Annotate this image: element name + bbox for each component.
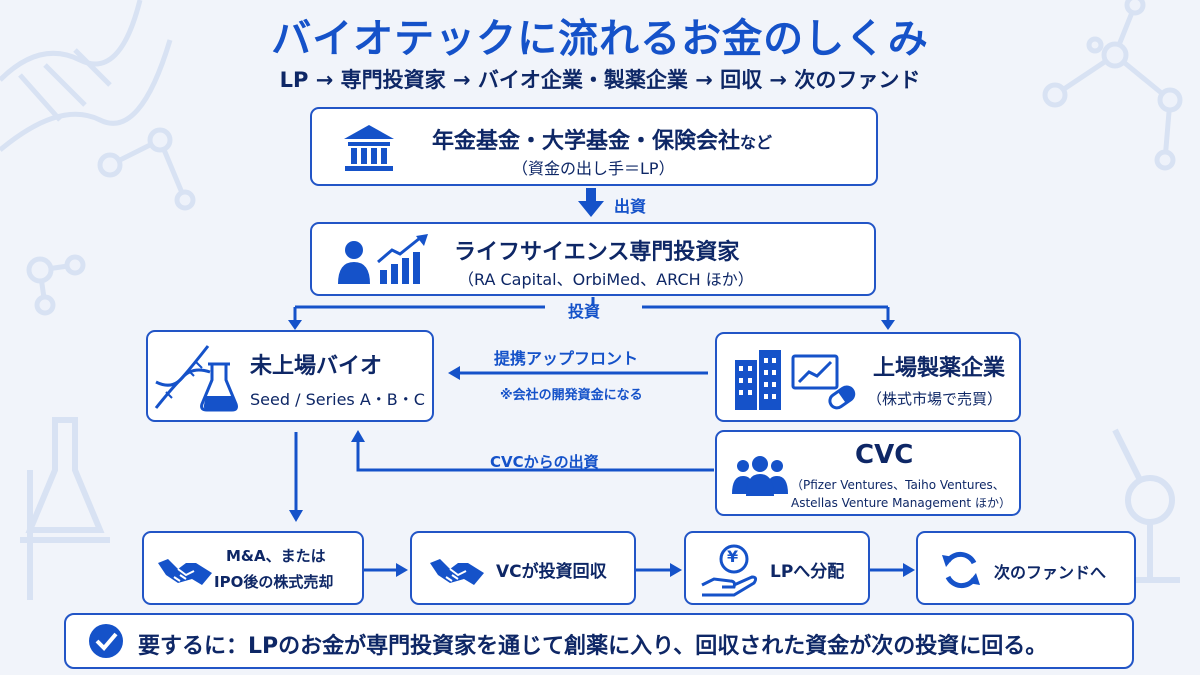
- summary-box: 要するに：LPのお金が専門投資家を通じて創薬に入り、回収された資金が次の投資に回…: [64, 613, 1134, 669]
- step-exit-line1: M&A、または: [226, 547, 326, 565]
- lp-sub: （資金の出し手＝LP）: [512, 159, 675, 178]
- cvc-name: CVC: [855, 440, 914, 470]
- page-subtitle: LP → 専門投資家 → バイオ企業・製薬企業 → 回収 → 次のファンド: [279, 68, 921, 92]
- node-pharma: 上場製薬企業 （株式市場で売買）: [715, 332, 1021, 422]
- node-private-bio: 未上場バイオ Seed / Series A・B・C: [146, 330, 434, 422]
- check-circle-icon: [89, 624, 123, 658]
- bank-icon: [344, 125, 394, 171]
- step-vc-recovery-label: VCが投資回収: [496, 562, 607, 582]
- private-bio-sub: Seed / Series A・B・C: [250, 390, 425, 409]
- dna-flask-icon: [154, 345, 238, 412]
- investor-sub: （RA Capital、OrbiMed、ARCH ほか）: [458, 270, 754, 289]
- edge-label-investment: 投資: [568, 302, 601, 321]
- handshake-icon: [430, 559, 484, 585]
- edge-label-partnership: 提携アップフロント: [494, 349, 639, 368]
- people-group-icon: [732, 456, 788, 496]
- lp-name: 年金基金・大学基金・保険会社: [432, 129, 741, 154]
- node-cvc: CVC （Pfizer Ventures、Taiho Ventures、 Ast…: [715, 430, 1021, 516]
- pharma-sub: （株式市場で売買）: [867, 390, 1003, 408]
- summary-text: 要するに：LPのお金が専門投資家を通じて創薬に入り、回収された資金が次の投資に回…: [138, 634, 1048, 659]
- cycle-arrows-icon: [942, 551, 980, 589]
- node-investor: ライフサイエンス専門投資家 （RA Capital、OrbiMed、ARCH ほ…: [310, 222, 876, 296]
- step-next-fund: 次のファンドへ: [916, 531, 1136, 605]
- arrow-down-icon: [578, 188, 604, 217]
- step-exit: M&A、または IPO後の株式売却: [142, 531, 364, 605]
- step-vc-recovery: VCが投資回収: [410, 531, 636, 605]
- cvc-sub-line1: （Pfizer Ventures、Taiho Ventures、: [791, 478, 1005, 492]
- edge-label-contribution: 出資: [614, 197, 647, 216]
- yen-hand-icon: [701, 544, 758, 597]
- investor-name: ライフサイエンス専門投資家: [454, 240, 740, 265]
- step-exit-line2: IPO後の株式売却: [214, 573, 334, 591]
- edge-label-cvc-investment: CVCからの出資: [490, 453, 599, 471]
- pharma-name: 上場製薬企業: [873, 356, 1006, 381]
- yen-glyph: ¥: [727, 547, 739, 566]
- investor-growth-icon: [338, 234, 428, 284]
- building-chart-icon: [735, 350, 856, 410]
- step-next-fund-label: 次のファンドへ: [994, 563, 1107, 582]
- private-bio-name: 未上場バイオ: [250, 354, 383, 379]
- edge-note-partnership: ※会社の開発資金になる: [500, 388, 643, 403]
- step-lp-distribution-label: LPへ分配: [770, 562, 845, 582]
- lp-name-suffix: など: [740, 133, 773, 152]
- node-lp: 年金基金・大学基金・保険会社など （資金の出し手＝LP）: [310, 107, 878, 186]
- cvc-sub-line2: Astellas Venture Management ほか）: [791, 496, 1011, 510]
- handshake-icon: [158, 559, 212, 585]
- page-title: バイオテックに流れるお金のしくみ: [271, 16, 929, 62]
- step-lp-distribution: ¥ LPへ分配: [684, 531, 870, 605]
